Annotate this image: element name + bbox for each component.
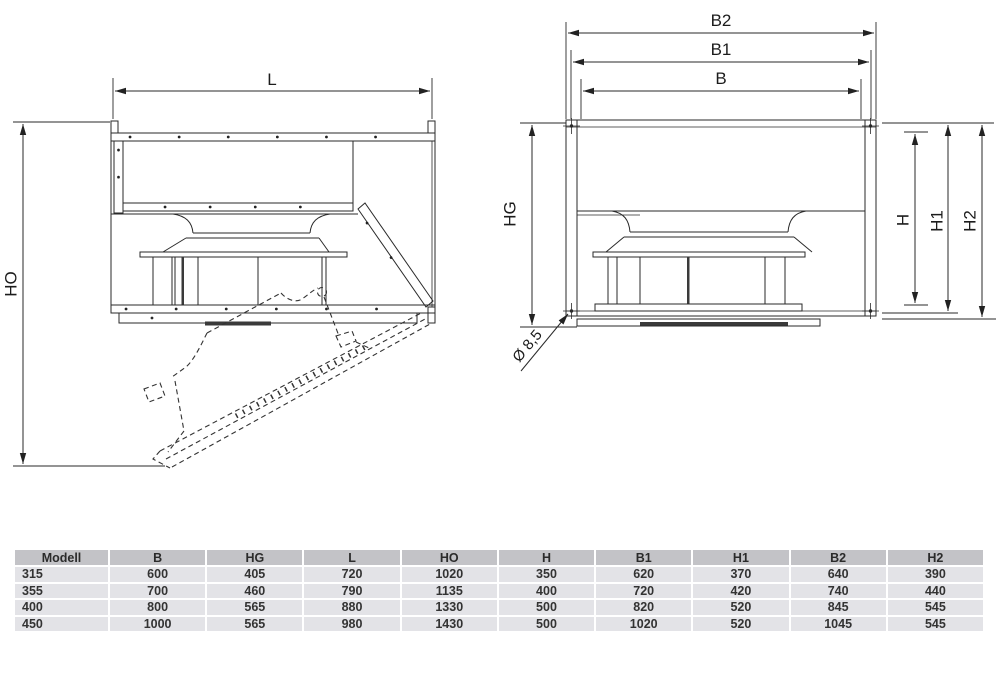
value-cell: 1020	[401, 567, 499, 584]
col-header-h1: H1	[693, 550, 791, 567]
front-view-drawing: B2 B1 B	[500, 11, 996, 372]
table-row: 315 600 405 720 1020 350 620 370 640 390	[15, 567, 985, 584]
value-cell: 420	[693, 583, 791, 600]
value-cell: 545	[887, 600, 985, 617]
table-row: 355 700 460 790 1135 400 720 420 740 440	[15, 583, 985, 600]
col-header-l: L	[304, 550, 402, 567]
corner-bolts	[563, 118, 879, 319]
value-cell: 820	[596, 600, 694, 617]
value-cell: 740	[790, 583, 888, 600]
value-cell: 440	[887, 583, 985, 600]
dim-label-H1: H1	[927, 210, 946, 232]
value-cell: 565	[207, 616, 305, 633]
model-cell: 400	[15, 600, 110, 617]
table-row: 400 800 565 880 1330 500 820 520 845 545	[15, 600, 985, 617]
dim-label-B1: B1	[711, 40, 732, 59]
dimensions-table: Modell B HG L HO H B1 H1 B2 H2 315 600 4…	[15, 550, 985, 633]
table-row: 450 1000 565 980 1430 500 1020 520 1045 …	[15, 616, 985, 633]
value-cell: 980	[304, 616, 402, 633]
dim-label-B2: B2	[711, 11, 732, 30]
col-header-hg: HG	[207, 550, 305, 567]
fan-assembly-front	[592, 210, 813, 312]
value-cell: 800	[110, 600, 208, 617]
value-cell: 640	[790, 567, 888, 584]
col-header-b1: B1	[596, 550, 694, 567]
value-cell: 400	[498, 583, 597, 600]
side-view-drawing: L HO	[1, 70, 436, 469]
value-cell: 545	[887, 616, 985, 633]
dim-label-B: B	[715, 69, 726, 88]
value-cell: 880	[304, 600, 402, 617]
model-cell: 450	[15, 616, 110, 633]
value-cell: 350	[498, 567, 597, 584]
value-cell: 620	[596, 567, 694, 584]
value-cell: 790	[304, 583, 402, 600]
value-cell: 720	[304, 567, 402, 584]
swing-out-door-dashed	[143, 286, 431, 469]
value-cell: 460	[207, 583, 305, 600]
value-cell: 520	[693, 600, 791, 617]
value-cell: 500	[498, 600, 597, 617]
value-cell: 520	[693, 616, 791, 633]
technical-drawing: L HO	[1, 11, 996, 469]
value-cell: 500	[498, 616, 597, 633]
model-cell: 315	[15, 567, 110, 584]
fan-assembly-side	[139, 213, 348, 305]
table-header-row: Modell B HG L HO H B1 H1 B2 H2	[15, 550, 985, 567]
col-header-modell: Modell	[15, 550, 110, 567]
value-cell: 1430	[401, 616, 499, 633]
dim-label-HG: HG	[500, 201, 519, 227]
col-header-h: H	[498, 550, 597, 567]
value-cell: 370	[693, 567, 791, 584]
dim-label-H: H	[893, 214, 912, 226]
col-header-h2: H2	[887, 550, 985, 567]
value-cell: 845	[790, 600, 888, 617]
value-cell: 1135	[401, 583, 499, 600]
dim-label-HO: HO	[1, 271, 20, 297]
value-cell: 1045	[790, 616, 888, 633]
model-cell: 355	[15, 583, 110, 600]
value-cell: 1000	[110, 616, 208, 633]
value-cell: 1330	[401, 600, 499, 617]
col-header-b: B	[110, 550, 208, 567]
dim-label-L: L	[267, 70, 276, 89]
value-cell: 700	[110, 583, 208, 600]
hole-diameter-label: Ø 8,5	[509, 327, 546, 366]
value-cell: 390	[887, 567, 985, 584]
value-cell: 600	[110, 567, 208, 584]
value-cell: 1020	[596, 616, 694, 633]
value-cell: 720	[596, 583, 694, 600]
value-cell: 565	[207, 600, 305, 617]
dim-label-H2: H2	[960, 210, 979, 232]
col-header-ho: HO	[401, 550, 499, 567]
value-cell: 405	[207, 567, 305, 584]
col-header-b2: B2	[790, 550, 888, 567]
